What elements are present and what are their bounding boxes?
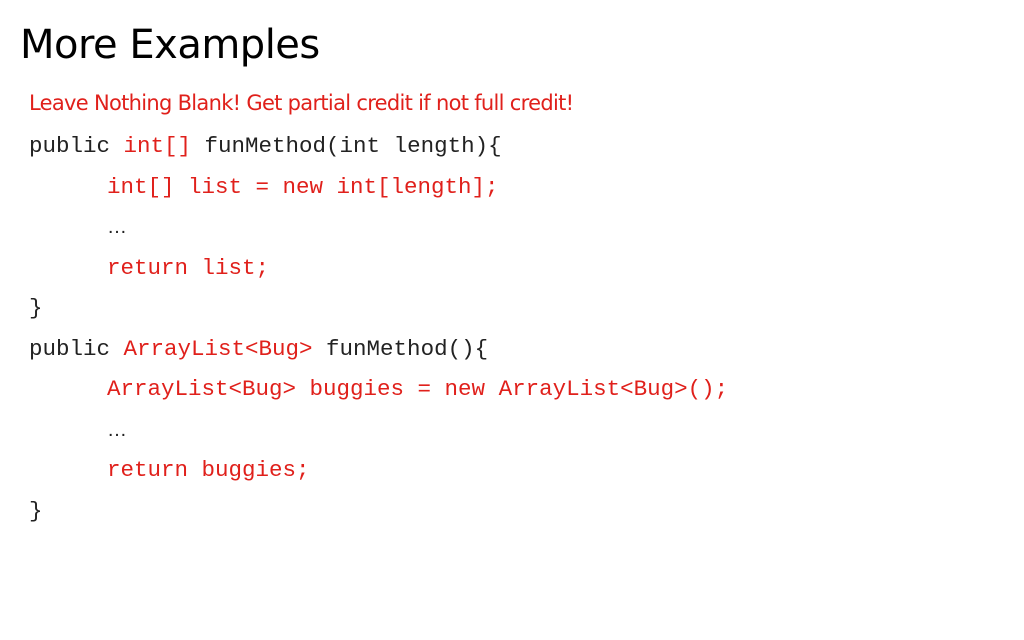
credit-note: Leave Nothing Blank! Get partial credit … <box>29 91 574 115</box>
code-line-close-brace: } <box>29 295 43 321</box>
code-line-return-list: return list; <box>107 254 270 281</box>
code-signature-rest: funMethod(int length){ <box>191 133 502 159</box>
code-return-type: ArrayList<Bug> <box>123 335 313 362</box>
code-line-method2-signature: public ArrayList<Bug> funMethod(){ <box>29 329 728 370</box>
code-line-list-declaration: int[] list = new int[length]; <box>107 173 499 200</box>
code-block: public int[] funMethod(int length){ int[… <box>29 126 728 531</box>
code-keyword-public: public <box>29 335 124 362</box>
code-ellipsis: … <box>107 216 127 238</box>
slide-title: More Examples <box>20 22 320 68</box>
code-return-type: int[] <box>123 133 192 159</box>
code-line-method1-signature: public int[] funMethod(int length){ <box>29 126 728 167</box>
code-line-arraylist-declaration: ArrayList<Bug> buggies = new ArrayList<B… <box>107 376 729 402</box>
code-ellipsis: … <box>107 418 127 441</box>
code-line-return-buggies: return buggies; <box>107 457 310 483</box>
code-keyword-public: public <box>29 133 124 159</box>
code-line-close-brace: } <box>29 497 43 524</box>
code-signature-rest: funMethod(){ <box>312 335 489 362</box>
